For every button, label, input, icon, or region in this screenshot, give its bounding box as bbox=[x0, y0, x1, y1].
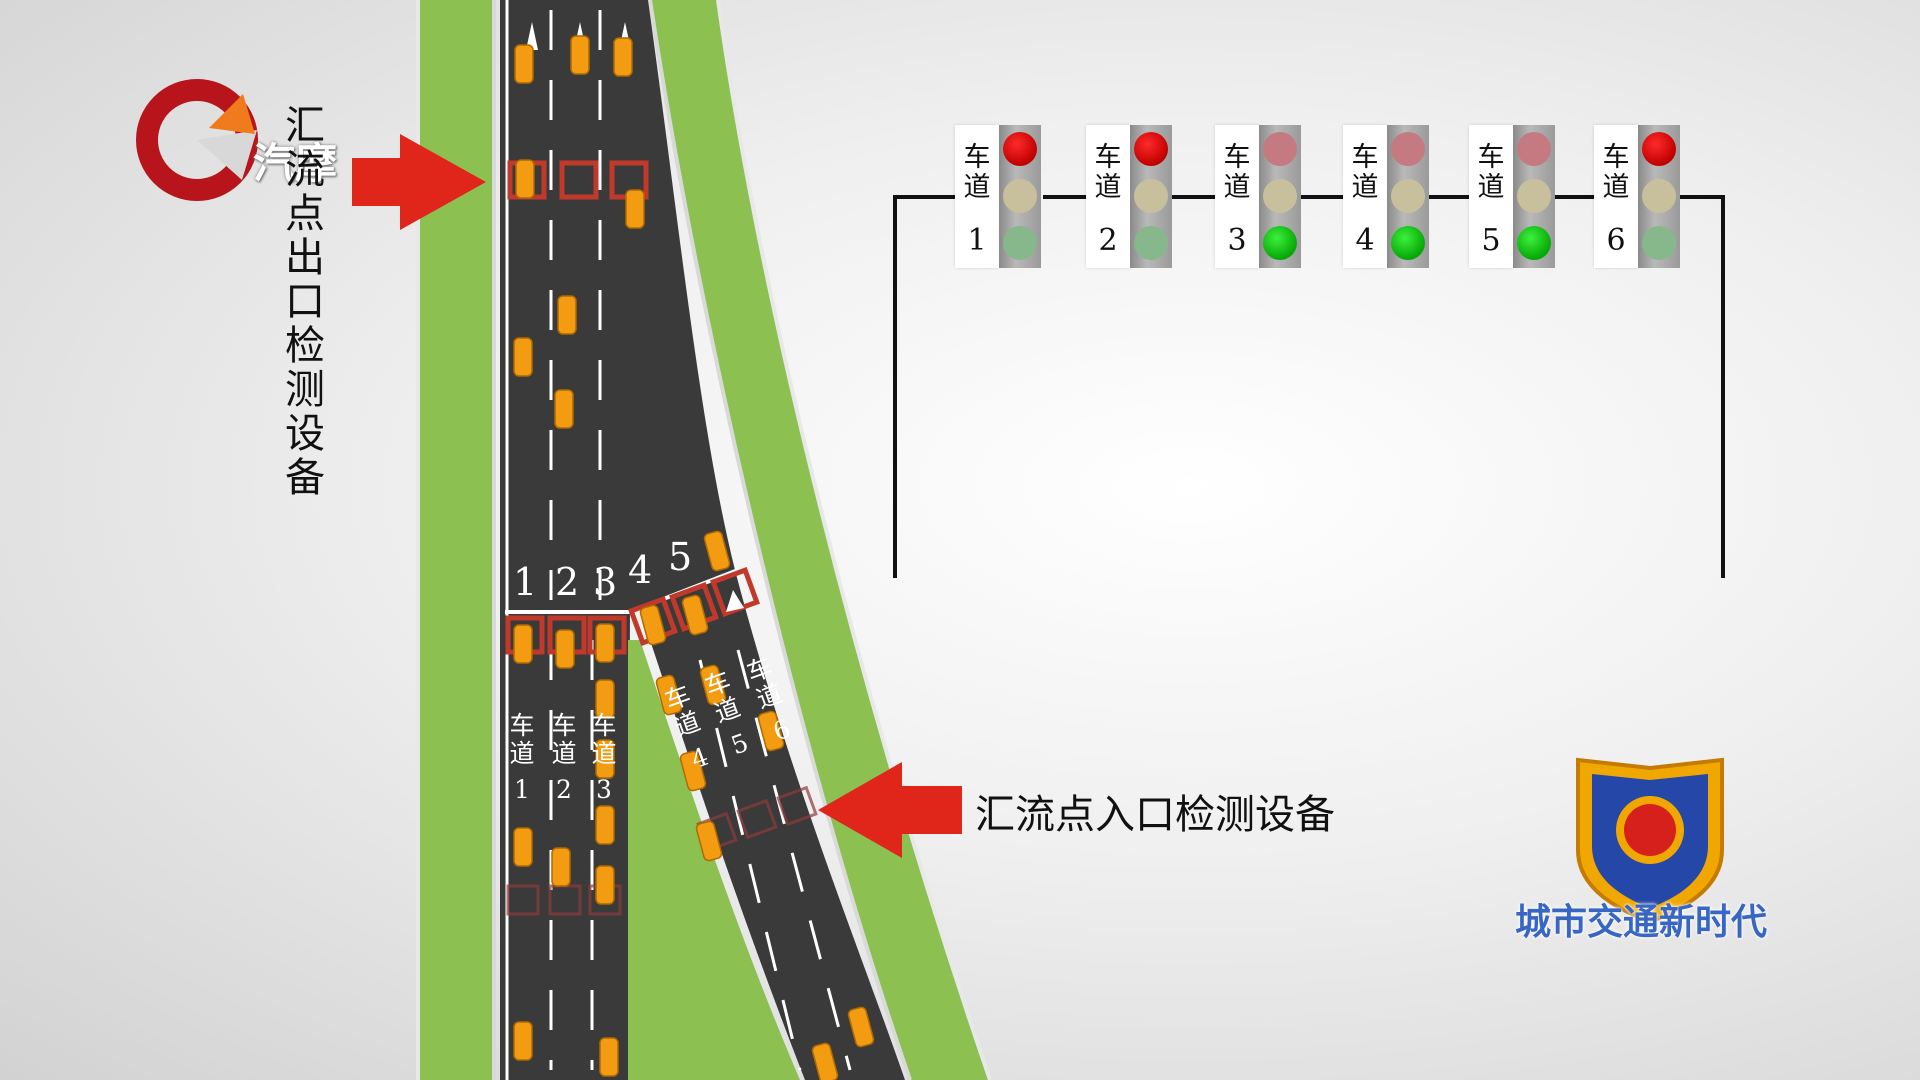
lane-number-1: 1 bbox=[513, 560, 538, 604]
entry-detector-label: 汇流点入口检测设备 bbox=[975, 792, 1335, 838]
logo-text: 汽摩 bbox=[253, 139, 338, 188]
entry-detectors bbox=[506, 785, 818, 916]
signal-label: 车道 bbox=[1477, 142, 1505, 203]
signal-label: 车道 bbox=[1602, 142, 1630, 203]
exit-detector-label: 汇流点出口检测设备 bbox=[285, 103, 325, 501]
signal-number: 2 bbox=[1098, 223, 1118, 258]
logo-mark bbox=[136, 79, 258, 201]
signal-sign bbox=[1215, 125, 1259, 268]
signal-number: 1 bbox=[967, 223, 987, 258]
badge-text: 城市交通新时代 bbox=[1515, 902, 1768, 943]
red-lamp bbox=[1517, 132, 1551, 166]
signal-lane-3: 车道 3 bbox=[1215, 125, 1301, 268]
traffic-light-icon bbox=[1387, 125, 1429, 268]
signal-sign bbox=[1343, 125, 1387, 268]
signal-frame bbox=[893, 195, 1725, 578]
amber-lamp bbox=[1263, 179, 1297, 213]
red-lamp bbox=[1003, 132, 1037, 166]
green-lamp bbox=[1517, 226, 1551, 260]
lane-number-5: 5 bbox=[668, 535, 693, 579]
red-lamp bbox=[1134, 132, 1168, 166]
signal-label: 车道 bbox=[1223, 142, 1251, 203]
main-road bbox=[500, 0, 735, 1080]
green-lamp bbox=[1642, 226, 1676, 260]
lane-label-number: 1 bbox=[514, 775, 530, 804]
signal-lane-1: 车道 1 bbox=[955, 125, 1041, 268]
entry-arrow-icon bbox=[818, 762, 962, 858]
green-lamp bbox=[1003, 226, 1037, 260]
signal-label: 车道 bbox=[1094, 142, 1122, 203]
lane-label-number: 2 bbox=[556, 775, 572, 804]
signal-lane-2: 车道 2 bbox=[1086, 125, 1172, 268]
amber-lamp bbox=[1134, 179, 1168, 213]
signal-sign bbox=[1594, 125, 1638, 268]
signal-sign bbox=[1469, 125, 1513, 268]
traffic-light-icon bbox=[1638, 125, 1680, 268]
traffic-light-icon bbox=[1259, 125, 1301, 268]
traffic-light-icon bbox=[1513, 125, 1555, 268]
red-lamp bbox=[1391, 132, 1425, 166]
signal-label: 车道 bbox=[963, 142, 991, 203]
green-lamp bbox=[1263, 226, 1297, 260]
traffic-light-icon bbox=[1130, 125, 1172, 268]
green-lamp bbox=[1134, 226, 1168, 260]
signal-number: 5 bbox=[1481, 223, 1501, 258]
signal-sign bbox=[1086, 125, 1130, 268]
traffic-light-icon bbox=[999, 125, 1041, 268]
lane-number-4: 4 bbox=[628, 548, 653, 592]
lane-label-number: 3 bbox=[596, 775, 612, 804]
green-lamp bbox=[1391, 226, 1425, 260]
signal-number: 6 bbox=[1606, 223, 1626, 258]
ramp-road bbox=[640, 570, 905, 1080]
signal-sign bbox=[955, 125, 999, 268]
vehicles bbox=[513, 35, 875, 1080]
lane-number-3: 3 bbox=[593, 560, 618, 604]
lane-number-2: 2 bbox=[555, 560, 580, 604]
red-lamp bbox=[1263, 132, 1297, 166]
signal-lane-4: 车道 4 bbox=[1343, 125, 1429, 268]
right-greenbelt bbox=[650, 0, 990, 1080]
signal-number: 3 bbox=[1227, 223, 1247, 258]
signal-label: 车道 bbox=[1351, 142, 1379, 203]
amber-lamp bbox=[1642, 179, 1676, 213]
amber-lamp bbox=[1003, 179, 1037, 213]
police-emblem bbox=[1576, 757, 1724, 925]
red-lamp bbox=[1642, 132, 1676, 166]
amber-lamp bbox=[1391, 179, 1425, 213]
signal-number: 4 bbox=[1355, 223, 1375, 258]
amber-lamp bbox=[1517, 179, 1551, 213]
exit-arrow-icon bbox=[352, 134, 486, 230]
signal-lane-6: 车道 6 bbox=[1594, 125, 1680, 268]
signal-lane-5: 车道 5 bbox=[1469, 125, 1555, 268]
